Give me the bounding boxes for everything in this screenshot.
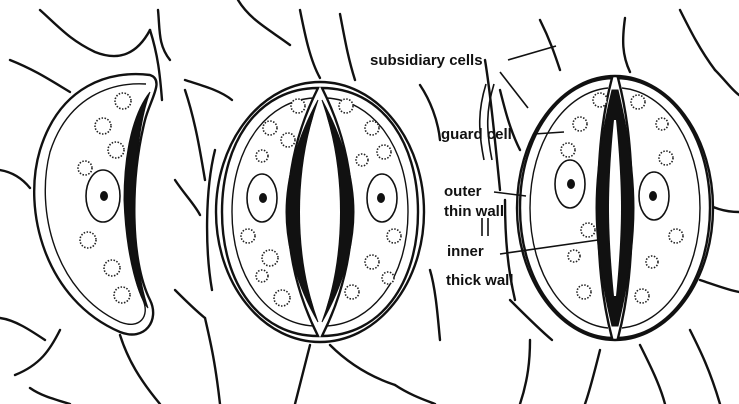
leader-subsidiary-cells-1 <box>508 46 556 60</box>
label-outer: outer <box>444 183 482 200</box>
stoma-1 <box>0 10 170 404</box>
label-guard-cell: guard cell <box>441 126 512 143</box>
label-inner: inner <box>447 243 484 260</box>
stoma-3 <box>485 10 739 404</box>
label-thin-wall: thin wall <box>444 203 504 220</box>
label-thick-wall: thick wall <box>446 272 514 289</box>
label-subsidiary-cells: subsidiary cells <box>370 52 483 69</box>
